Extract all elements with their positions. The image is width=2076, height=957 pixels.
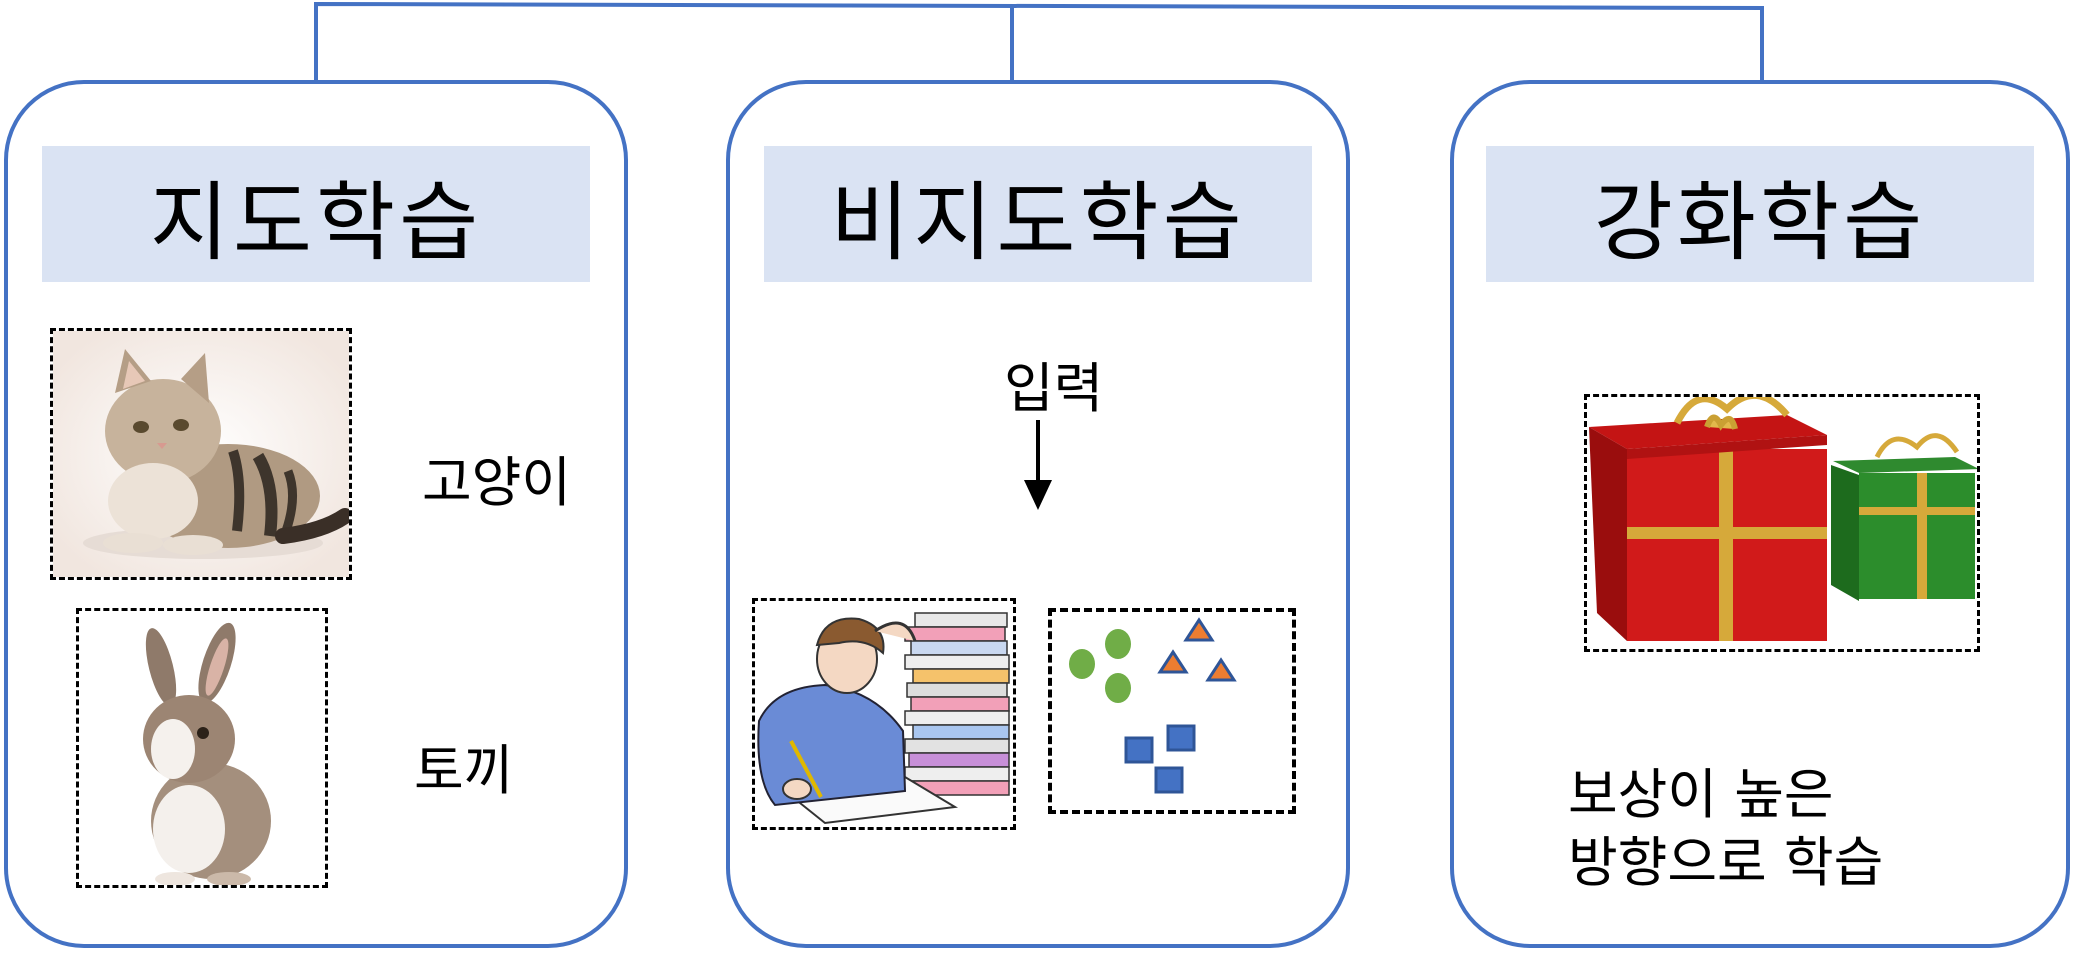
rabbit-label: 토끼 [414,739,514,802]
gift-boxes-photo [1587,397,1977,649]
supervised-title: 지도학습 [42,146,590,282]
clustered-shapes-plot [1069,617,1237,794]
connector-lines [314,1,1764,84]
gift-image-frame [1584,394,1980,652]
reward-caption-line2: 방향으로 학습 [1568,831,1884,894]
cat-image-frame [50,328,352,580]
rabbit-image-frame [76,608,328,888]
reinforcement-title: 강화학습 [1486,146,2034,282]
reward-caption-line1: 보상이 높은 [1568,763,1834,826]
student-studying-illustration [755,601,1013,827]
down-arrow [1024,420,1052,510]
unsupervised-title: 비지도학습 [764,146,1312,282]
input-label: 입력 [1004,357,1104,420]
rabbit-photo [79,611,325,885]
cat-label: 고양이 [422,451,572,514]
student-image-frame [752,598,1016,830]
cat-photo [53,331,349,577]
clusters-image-frame [1048,608,1296,814]
